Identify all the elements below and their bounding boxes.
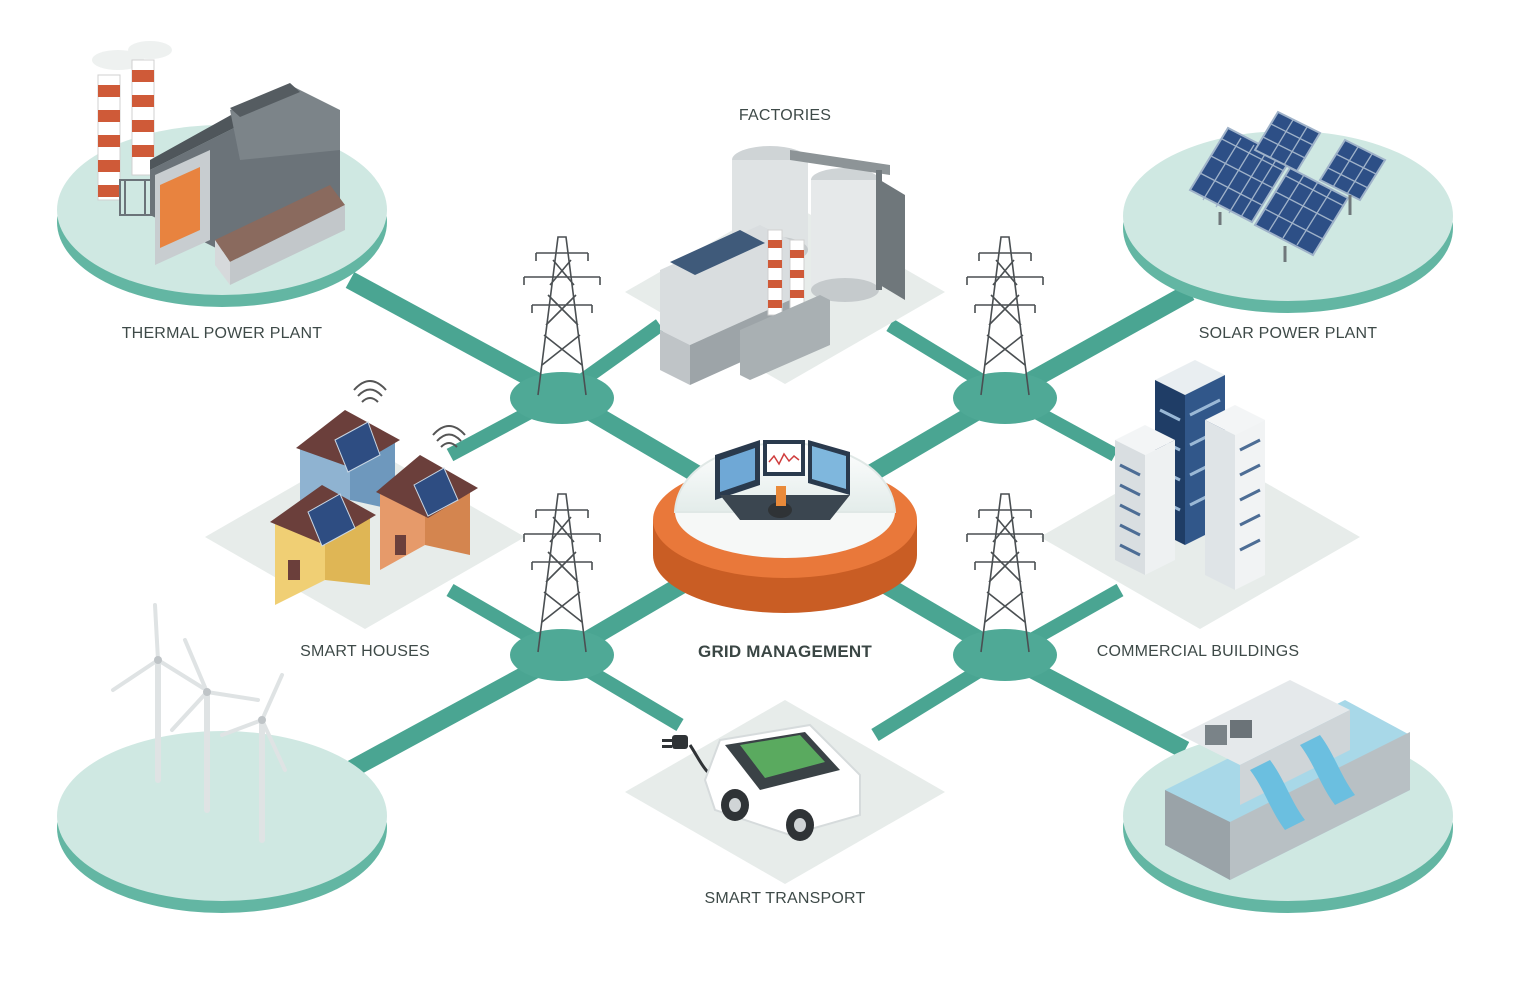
junction xyxy=(953,372,1057,424)
wind-platform xyxy=(57,731,387,913)
grid-line xyxy=(345,647,567,778)
electric-car-icon xyxy=(662,723,861,841)
control-room-dome-icon xyxy=(653,440,917,613)
hub-label: GRID MANAGEMENT xyxy=(698,642,872,661)
office-building-icon xyxy=(1115,360,1265,590)
node-label-factories: FACTORIES xyxy=(738,107,832,124)
node-label-solar: SOLAR POWER PLANT xyxy=(1198,325,1378,342)
smart-house-icon xyxy=(270,380,478,605)
node-label-thermal: THERMAL POWER PLANT xyxy=(121,325,323,342)
pylon-icon xyxy=(966,493,1044,653)
node-label-transport: SMART TRANSPORT xyxy=(704,890,866,907)
factory-icon xyxy=(660,146,905,385)
junction xyxy=(510,372,614,424)
grid-line xyxy=(345,272,567,403)
node-label-commercial: COMMERCIAL BUILDINGS xyxy=(1096,643,1300,660)
pylon-icon xyxy=(523,493,601,653)
hydro-dam-icon xyxy=(1165,680,1410,880)
node-label-houses: SMART HOUSES xyxy=(300,643,430,660)
solar-panels-icon xyxy=(1188,110,1387,262)
junction xyxy=(510,629,614,681)
pylon-icon xyxy=(523,236,601,396)
wind-turbine-icon xyxy=(111,603,287,843)
junction xyxy=(953,629,1057,681)
pylon-icon xyxy=(966,236,1044,396)
thermal-power-plant-icon xyxy=(92,41,345,285)
